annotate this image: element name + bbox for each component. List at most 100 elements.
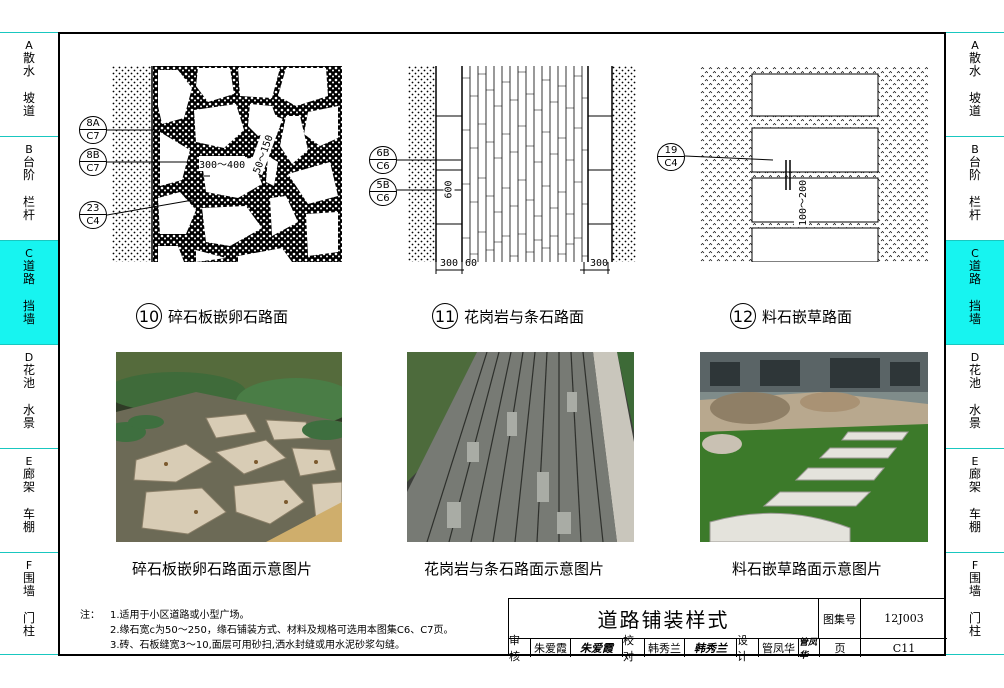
tab-label-bottom: 坡道 (22, 91, 35, 118)
tab-label-top: 围墙 (22, 571, 35, 598)
photo-granite-strips-image (407, 352, 634, 542)
tab-label-top: 散水 (22, 51, 35, 78)
drawing-granite-strips (408, 66, 636, 262)
dim-300-right: 300 (590, 258, 609, 269)
ref-number: 19 (658, 144, 684, 157)
drawing-frame (58, 32, 946, 656)
tab-label-top: 廊架 (22, 467, 35, 494)
photo-caption-2: 花岗岩与条石路面示意图片 (424, 560, 605, 578)
photo-crazy-paving-image (116, 352, 342, 542)
crazy-paving-plan (112, 66, 342, 262)
drawing-crazy-paving (112, 66, 342, 262)
dim-300-400: 300～400 (199, 156, 246, 171)
tab-label-bottom: 栏杆 (22, 195, 35, 222)
tab-label-top: 花池 (22, 363, 35, 390)
leader-lines-12 (685, 155, 774, 161)
drawing-title: 道路铺装样式 (509, 599, 819, 639)
ref-sheet: C6 (376, 193, 390, 204)
note-item: 1.适用于小区道路或小型广场。 (110, 610, 250, 621)
tab-label-top: 花池 (968, 363, 981, 390)
ref-number: 8B (80, 149, 106, 162)
caption-11: 11 花岗岩与条石路面 (432, 303, 584, 329)
tab-label-bottom: 门柱 (968, 611, 981, 638)
tab-letter: F (25, 559, 33, 572)
caption-text: 料石嵌草路面 (762, 307, 853, 326)
tab-label-bottom: 车棚 (968, 507, 981, 534)
note-item: 2.缘石宽c为50～250，缘石铺装方式、材料及规格可选用本图集C6、C7页。 (110, 625, 454, 636)
ref-number: 23 (80, 202, 106, 215)
tab-label-top: 道路 (22, 259, 35, 286)
ref-sheet: C6 (376, 161, 390, 172)
caption-text: 花岗岩与条石路面 (464, 307, 585, 326)
drawing-stone-in-grass (700, 66, 928, 262)
review-label: 审核 (509, 634, 531, 663)
tab-letter: B (25, 143, 33, 156)
detail-number: 11 (432, 303, 458, 329)
caption-text: 碎石板嵌卵石路面 (168, 307, 289, 326)
tab-label-bottom: 挡墙 (22, 299, 35, 326)
dim-100-200: 100～200 (794, 179, 809, 226)
note-item: 3.砖、石板缝宽3～10,面层可用砂扫,洒水封缝或用水泥砂浆勾缝。 (110, 640, 405, 651)
designer-name: 管凤华 (759, 639, 799, 657)
tab-label-top: 廊架 (968, 467, 981, 494)
photo-stone-in-grass-image (700, 352, 928, 542)
tab-label-bottom: 栏杆 (968, 195, 981, 222)
check-label: 校对 (623, 634, 645, 663)
photo-caption-1: 碎石板嵌卵石路面示意图片 (132, 560, 313, 578)
signature-row: 审核 朱爱霞 朱爱霞 校对 韩秀兰 韩秀兰 设计 管凤华 管凤华 (509, 634, 819, 663)
tab-label-top: 台阶 (22, 155, 35, 182)
tab-label-bottom: 坡道 (968, 91, 981, 118)
tab-letter: A (971, 39, 979, 52)
page-label: 页 (819, 639, 861, 657)
dim-300-left: 300 (440, 258, 459, 269)
ref-number: 8A (80, 117, 106, 130)
leader-lines-10 (107, 129, 207, 216)
title-block: 道路铺装样式 图集号 12J003 审核 朱爱霞 朱爱霞 校对 韩秀兰 韩秀兰 … (508, 598, 947, 663)
detail-number: 10 (136, 303, 162, 329)
tab-label-top: 散水 (968, 51, 981, 78)
ref-sheet: C7 (86, 163, 100, 174)
tab-letter: E (25, 455, 33, 468)
notes: 注： 1.适用于小区道路或小型广场。 2.缘石宽c为50～250，缘石铺装方式、… (80, 608, 454, 653)
photo-granite-strips (407, 352, 634, 542)
stone-grass-plan (700, 66, 928, 262)
tab-label-bottom: 水景 (22, 403, 35, 430)
tab-letter: E (971, 455, 979, 468)
tab-label-bottom: 挡墙 (968, 299, 981, 326)
granite-strip-plan (408, 66, 636, 262)
photo-caption-3: 料石嵌草路面示意图片 (732, 560, 883, 578)
ref-sheet: C4 (664, 158, 678, 169)
dim-60: 60 (465, 258, 478, 269)
atlas-number: 12J003 (861, 599, 947, 639)
atlas-label: 图集号 (819, 599, 861, 639)
tab-label-bottom: 车棚 (22, 507, 35, 534)
tab-divider (0, 654, 58, 655)
design-label: 设计 (737, 634, 759, 663)
tab-divider (946, 654, 1004, 655)
tab-label-top: 道路 (968, 259, 981, 286)
tab-label-bottom: 门柱 (22, 611, 35, 638)
caption-10: 10 碎石板嵌卵石路面 (136, 303, 288, 329)
dim-600: 600 (443, 180, 455, 199)
ref-number: 6B (370, 147, 396, 160)
